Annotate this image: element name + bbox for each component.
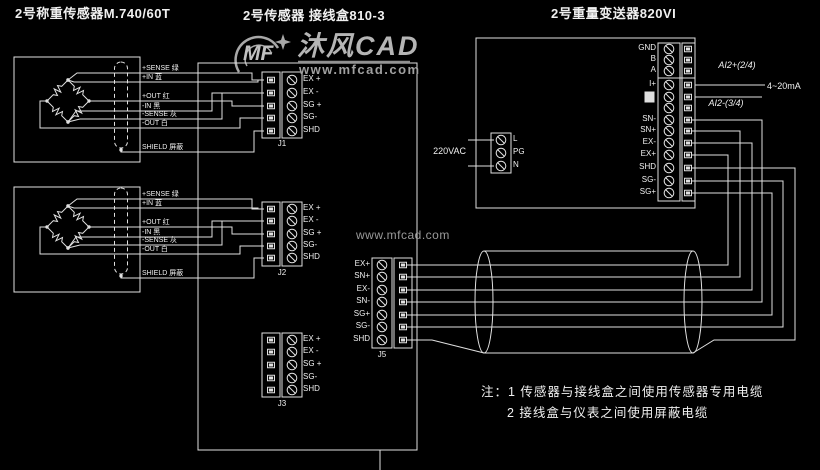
terminal-label: SG+	[639, 187, 656, 196]
terminal-label: L	[513, 134, 518, 143]
note-line-1: 注：1 传感器与接线盒之间使用传感器专用电缆	[481, 385, 764, 399]
signal-range-label: 4~20mA	[767, 81, 801, 91]
terminal-label: SG +	[303, 228, 322, 237]
wire-label: -IN 黑	[142, 103, 161, 110]
terminal-label: A	[650, 65, 656, 74]
terminal-label: N	[513, 160, 519, 169]
wire-label: -SENSE 灰	[142, 111, 178, 118]
terminal-label: SN-	[642, 114, 656, 123]
block-name-output: J5	[377, 350, 387, 359]
wire-label: +OUT 红	[142, 219, 170, 226]
terminal-label: EX +	[303, 334, 321, 343]
watermark-url-small: www.mfcad.com	[356, 228, 450, 242]
terminal-label: EX+	[640, 149, 656, 158]
junction-box	[198, 63, 417, 470]
watermark-brand: 沐风CAD	[297, 31, 420, 61]
output-wire-bottom-label: AI2-(3/4)	[708, 98, 744, 108]
wire-label: +SENSE 绿	[142, 65, 179, 72]
terminal-label: SG-	[303, 240, 318, 249]
terminal-label: SN+	[354, 271, 370, 280]
wire-label: +IN 蓝	[142, 74, 163, 81]
terminal-filled-marker	[645, 92, 654, 102]
shielded-cable	[407, 120, 795, 353]
block-name-j1: J1	[277, 139, 287, 148]
terminal-label: SG +	[303, 100, 322, 109]
wire-label: SHIELD 屏蔽	[142, 270, 184, 277]
block-name-j2: J2	[277, 268, 287, 277]
output-wire-top-label: AI2+(2/4)	[718, 60, 756, 70]
title-transmitter: 2号重量变送器820VI	[551, 6, 677, 21]
terminal-label: EX +	[303, 203, 321, 212]
terminal-label: SG-	[303, 112, 318, 121]
power-voltage-label: 220VAC	[433, 146, 466, 156]
wire-label: +OUT 红	[142, 93, 170, 100]
terminal-label: SG-	[641, 175, 656, 184]
terminal-label: SHD	[303, 384, 320, 393]
title-junction-box: 2号传感器 接线盒810-3	[243, 8, 386, 23]
terminal-label: GND	[638, 43, 656, 52]
terminal-label: SN+	[640, 125, 656, 134]
terminal-label: I+	[649, 79, 656, 88]
wire-label: -OUT 白	[142, 246, 168, 253]
terminal-label: SHD	[353, 334, 370, 343]
terminal-label: SHD	[303, 125, 320, 134]
wire-label: SHIELD 屏蔽	[142, 144, 184, 151]
load-cell-1	[14, 57, 264, 162]
wire-label: -SENSE 灰	[142, 237, 178, 244]
wire-label: +SENSE 绿	[142, 191, 179, 198]
terminal-label: SG-	[355, 321, 370, 330]
terminal-label: SHD	[303, 252, 320, 261]
terminal-label: SG +	[303, 359, 322, 368]
terminal-label: EX+	[354, 259, 370, 268]
load-cell-2	[14, 187, 264, 292]
terminal-label: SG-	[303, 372, 318, 381]
terminal-label: SN-	[356, 296, 370, 305]
transmitter	[468, 38, 765, 208]
terminal-label: SG+	[353, 309, 370, 318]
block-name-j3: J3	[277, 399, 287, 408]
terminal-label: EX -	[303, 87, 319, 96]
terminal-label: B	[650, 54, 656, 63]
watermark-url: www.mfcad.com	[299, 62, 421, 77]
terminal-label: PG	[513, 147, 525, 156]
note-line-2: 2 接线盒与仪表之间使用屏蔽电缆	[507, 406, 709, 420]
terminal-label: EX -	[303, 215, 319, 224]
terminal-label: SHD	[639, 162, 656, 171]
wire-label: +IN 蓝	[142, 200, 163, 207]
terminal-label: EX-	[356, 284, 370, 293]
terminal-label: EX -	[303, 346, 319, 355]
wire-label: -OUT 白	[142, 120, 168, 127]
mfcad-logo-text: MF	[243, 42, 274, 65]
title-load-cell: 2号称重传感器M.740/60T	[15, 6, 171, 21]
terminal-label: EX-	[642, 137, 656, 146]
wire-label: -IN 黑	[142, 229, 161, 236]
terminal-label: EX +	[303, 74, 321, 83]
